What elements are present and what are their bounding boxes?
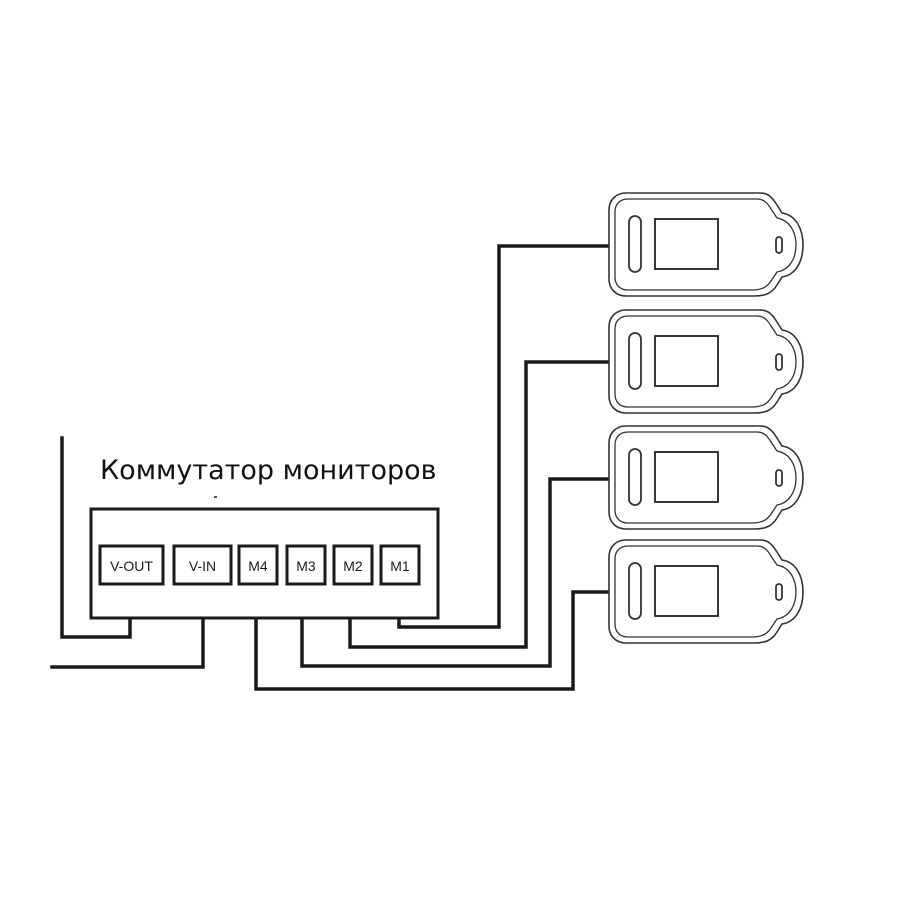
- port-m3-label: M3: [296, 558, 316, 574]
- port-m1-label: M1: [390, 558, 410, 574]
- wire-m3: [300, 477, 617, 668]
- monitor-2: [608, 309, 804, 414]
- monitor-3: [608, 425, 804, 530]
- monitor-4: [608, 539, 804, 644]
- port-v-out: V-OUT: [98, 544, 165, 586]
- port-m1: M1: [379, 544, 421, 586]
- monitor-1: [608, 192, 804, 297]
- switch-title: Коммутатор мониторов: [100, 455, 437, 486]
- wire-m4: [254, 582, 617, 691]
- port-m4-label: M4: [248, 558, 268, 574]
- port-m2-label: M2: [343, 558, 363, 574]
- port-m4: M4: [237, 544, 279, 586]
- port-v-out-label: V-OUT: [110, 558, 153, 574]
- port-m2: M2: [332, 544, 374, 586]
- port-m3: M3: [285, 544, 327, 586]
- small-mark: [214, 496, 217, 498]
- port-v-in: V-IN: [172, 544, 233, 586]
- wire-m2: [348, 360, 617, 649]
- port-v-in-label: V-IN: [189, 558, 216, 574]
